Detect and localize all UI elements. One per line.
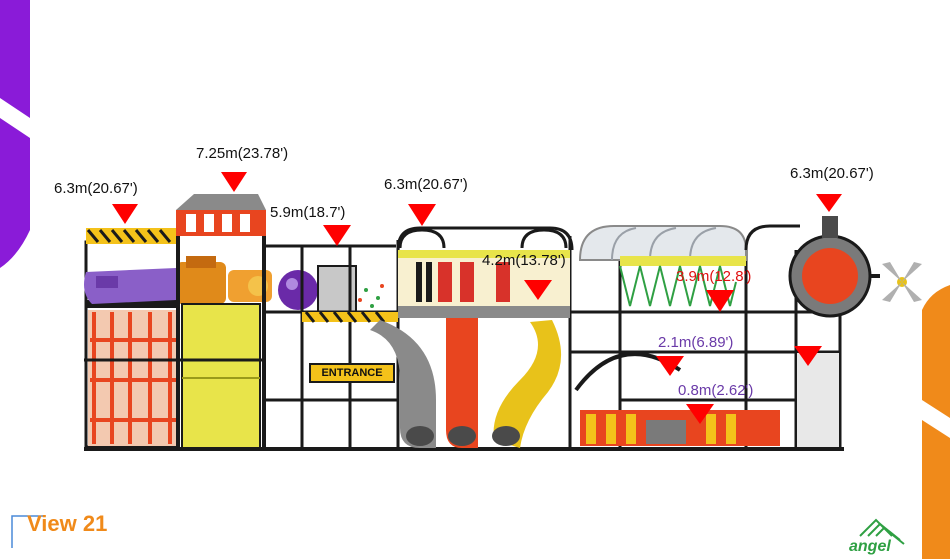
porthole-tower xyxy=(744,216,880,449)
height-marker-triangle-icon xyxy=(408,204,436,226)
fan-icon xyxy=(882,262,922,302)
entrance-sign-board xyxy=(309,363,395,383)
height-marker-triangle-icon xyxy=(524,280,552,300)
ball-pit-section xyxy=(278,265,384,313)
height-marker-triangle-icon xyxy=(794,346,822,366)
corner-bracket xyxy=(11,515,44,548)
height-marker-triangle-icon xyxy=(323,225,351,246)
height-label-mid-deck: 2.1m(6.89') xyxy=(658,334,734,351)
slide-tower xyxy=(370,226,574,448)
height-label-ball-section: 5.9m(18.7') xyxy=(270,204,346,221)
view-title: View 21 xyxy=(27,511,108,536)
brand-name: angel xyxy=(849,538,891,555)
airplane-prop xyxy=(84,252,272,304)
height-label-tall-tower: 7.25m(23.78') xyxy=(196,145,289,162)
hazard-beam xyxy=(302,312,398,322)
height-label-low-deck: 0.8m(2.62') xyxy=(678,382,754,399)
height-marker-triangle-icon xyxy=(686,404,714,424)
height-marker-triangle-icon xyxy=(706,290,734,312)
height-markers xyxy=(112,172,842,424)
height-label-left-tower: 6.3m(20.67') xyxy=(54,180,138,197)
height-label-tunnel-deck: 3.9m(12.8') xyxy=(676,268,752,285)
edge-accent-line xyxy=(0,100,31,124)
orange-edge-band xyxy=(922,285,950,559)
angel-logo-icon xyxy=(859,518,905,545)
height-marker-triangle-icon xyxy=(221,172,247,192)
entrance-sign: ENTRANCE xyxy=(321,367,383,379)
center-left-tower xyxy=(176,194,266,449)
height-label-porthole-tower: 6.3m(20.67') xyxy=(790,165,874,182)
height-marker-triangle-icon xyxy=(656,356,684,376)
height-marker-triangle-icon xyxy=(112,204,138,224)
height-marker-triangle-icon xyxy=(816,194,842,212)
ground-line xyxy=(84,447,844,451)
purple-edge-band xyxy=(0,0,30,268)
star-icon xyxy=(93,252,113,270)
height-label-slide-deck: 4.2m(13.78') xyxy=(482,252,566,269)
height-label-slide-tower: 6.3m(20.67') xyxy=(384,176,468,193)
